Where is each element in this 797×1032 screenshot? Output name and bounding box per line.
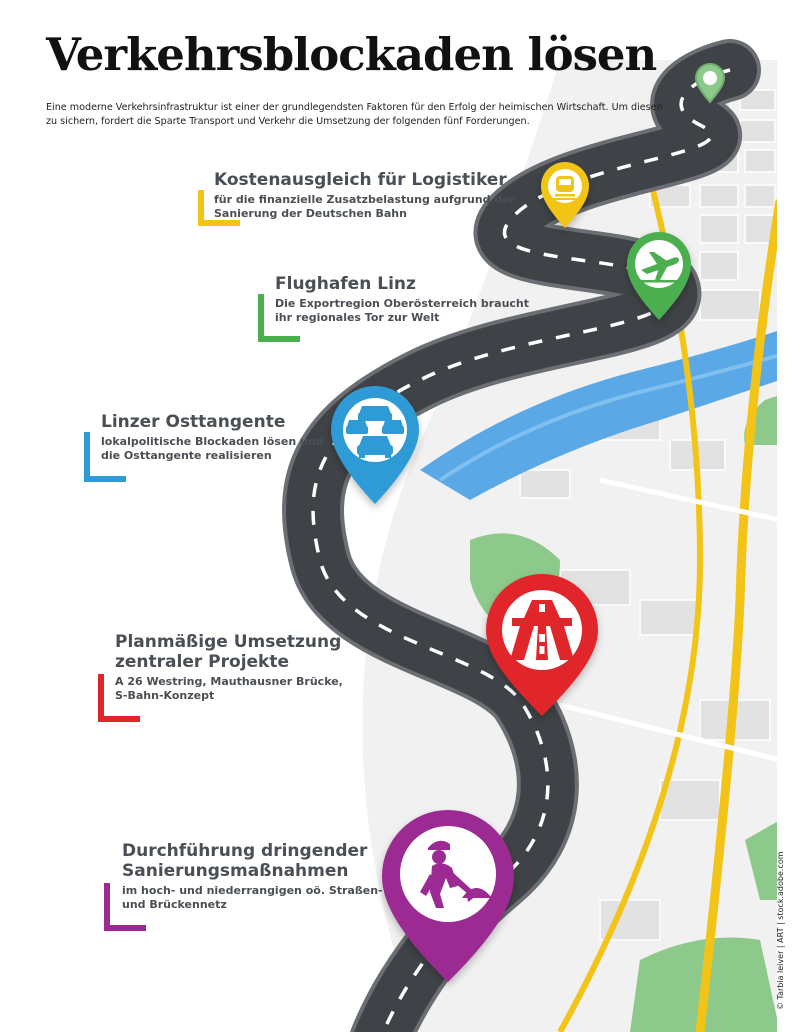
intro-text: Eine moderne Verkehrsinfrastruktur ist e… [46, 102, 663, 127]
page-title: Verkehrsblockaden lösen [46, 28, 657, 81]
demand-text: für die finanzielle Zusatzbelastung aufg… [214, 193, 516, 220]
cars-icon [346, 406, 404, 458]
purple-bracket [104, 883, 146, 931]
demand-text: lokalpolitische Blockaden lösen und die … [101, 435, 324, 462]
pin-cars [331, 386, 419, 504]
red-bracket [98, 674, 140, 722]
blue-bracket [84, 432, 126, 482]
demand-title: Planmäßige Umsetzung zentraler Projekte [115, 632, 342, 672]
motorway-icon [510, 600, 574, 660]
demand-item-osttangente: Linzer Osttangente lokalpolitische Block… [84, 412, 324, 482]
demand-title: Linzer Osttangente [101, 412, 286, 432]
yellow-bracket [198, 190, 240, 226]
airplane-icon [639, 252, 679, 283]
demand-text: Die Exportregion Oberösterreich braucht … [275, 297, 530, 324]
demand-item-logistics: Kostenausgleich für Logistiker für die f… [198, 170, 528, 226]
green-bracket [258, 294, 300, 342]
pin-train [541, 162, 589, 228]
end-pin-icon [694, 63, 726, 104]
train-icon [553, 176, 577, 200]
demand-text: im hoch- und niederrangigen oö. Straßen-… [122, 884, 383, 911]
image-credit: © Tarbia leiver | ART | stock.adobe.com [776, 851, 785, 1010]
winding-road [282, 39, 761, 1032]
pin-road-worker [382, 810, 514, 982]
demand-item-airport: Flughafen Linz Die Exportregion Oberöste… [258, 274, 538, 342]
pin-airplane [627, 232, 691, 320]
demand-text: A 26 Westring, Mauthausner Brücke, S-Bah… [115, 675, 343, 702]
demand-title: Durchführung dringender Sanierungsmaßnah… [122, 841, 368, 881]
pin-motorway [486, 574, 598, 716]
road-worker-icon [420, 840, 492, 908]
demand-title: Flughafen Linz [275, 274, 416, 294]
demand-item-renovation: Durchführung dringender Sanierungsmaßnah… [104, 841, 384, 931]
demand-item-projects: Planmäßige Umsetzung zentraler Projekte … [98, 632, 358, 722]
demand-title: Kostenausgleich für Logistiker [214, 170, 507, 190]
